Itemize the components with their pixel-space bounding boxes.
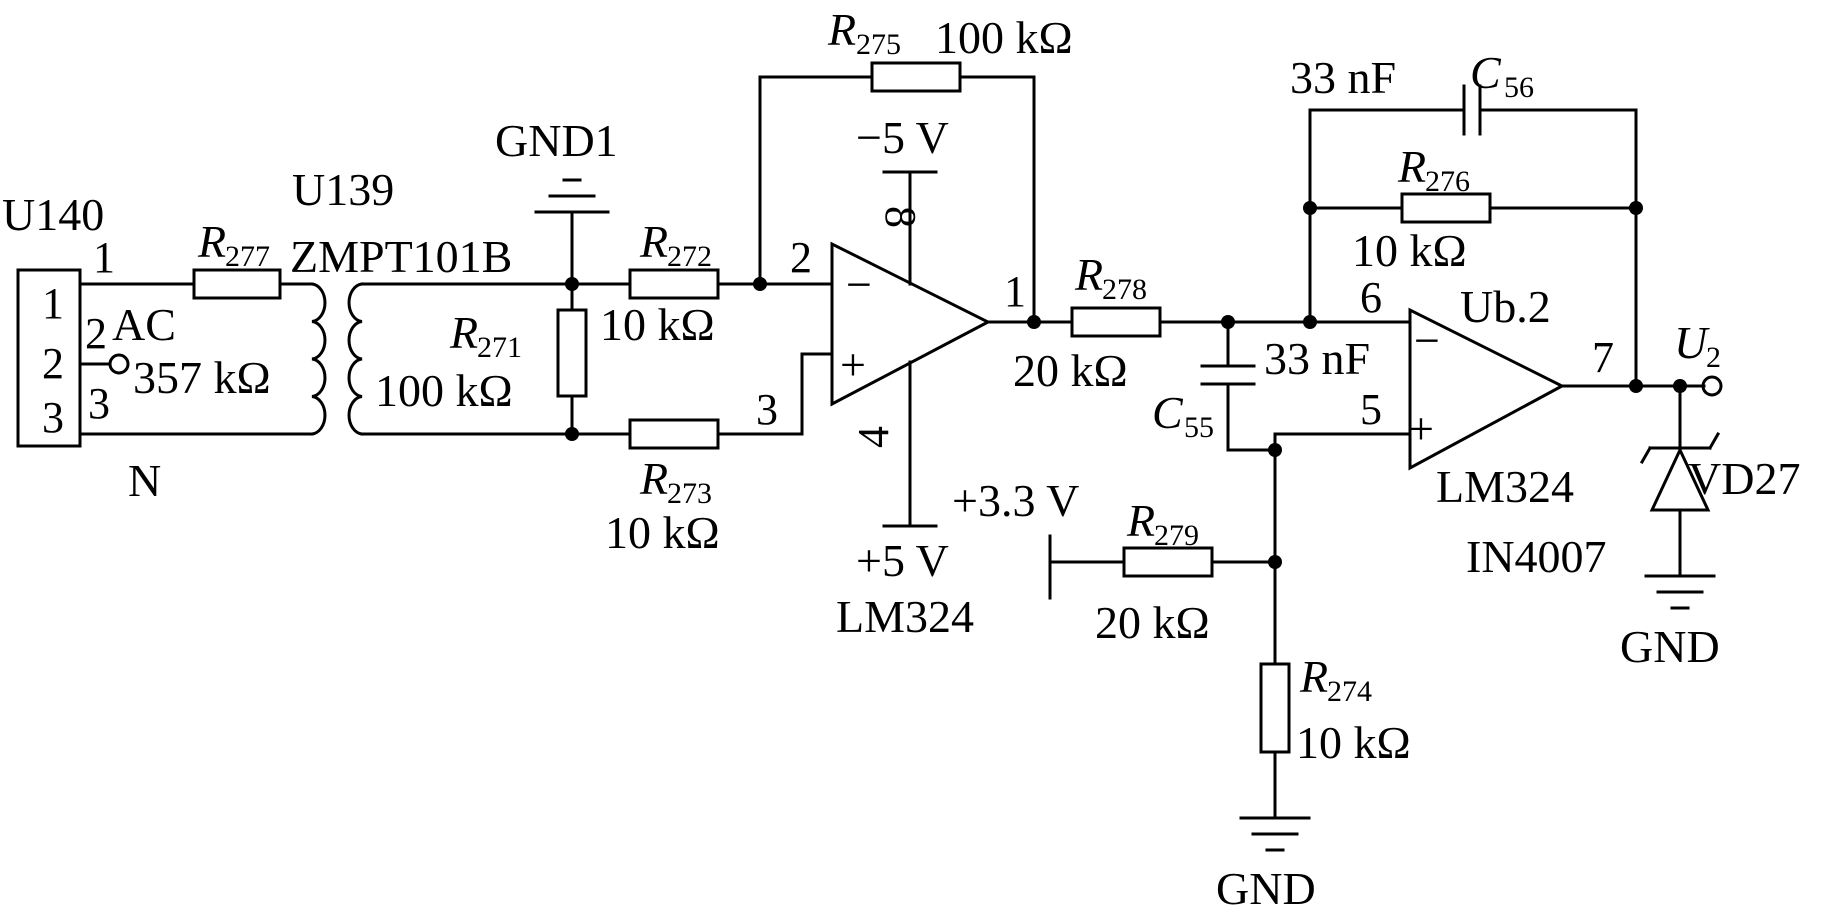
connector-ref: U140 [2, 189, 104, 240]
r275-letter: R [827, 4, 856, 55]
opamp1-part: LM324 [836, 591, 974, 642]
pin-number-2: 2 [85, 309, 107, 358]
opamp1-neg-supply: −5 V [856, 112, 949, 163]
connector-pin-2: 2 [42, 339, 64, 388]
r276-value: 10 kΩ [1352, 225, 1467, 276]
pin-number-3: 3 [88, 379, 110, 428]
r279-sub: 279 [1154, 519, 1199, 552]
transformer-ref: U139 [292, 164, 394, 215]
transformer-u139: U139 ZMPT101B [290, 164, 512, 436]
capacitor-c56: 33 nF C 56 [1290, 47, 1638, 136]
connector-u140: U140 1 2 3 1 2 3 AC N [2, 189, 176, 506]
opamp1-minus: − [846, 259, 872, 310]
gnd-label-bottom: GND [1216, 863, 1316, 914]
output-terminal [1701, 375, 1723, 397]
r273-sub: 273 [667, 477, 712, 510]
capacitor-c55: 33 nF C 55 [1152, 320, 1370, 452]
r278-value: 20 kΩ [1013, 345, 1128, 396]
r277-sub: 277 [225, 240, 270, 273]
neutral-label: N [128, 455, 161, 506]
opamp-2: − + 6 5 7 Ub.2 LM324 [1360, 273, 1614, 512]
resistor-r271: R 271 100 kΩ [375, 282, 588, 436]
opamp1-pin8: 8 [876, 206, 925, 228]
resistor-r272: R 272 10 kΩ [600, 216, 762, 350]
opamp2-ref: Ub.2 [1460, 281, 1551, 332]
connector-pin-1: 1 [42, 279, 64, 328]
r278-letter: R [1074, 249, 1103, 300]
opamp1-pos-supply: +5 V [856, 535, 949, 586]
r274-value: 10 kΩ [1296, 717, 1411, 768]
resistor-r273: R 273 10 kΩ [605, 418, 804, 558]
transformer-part: ZMPT101B [290, 231, 512, 282]
opamp2-minus: − [1414, 315, 1440, 366]
r276-sub: 276 [1425, 165, 1470, 198]
opamp2-pin5: 5 [1360, 385, 1382, 434]
r274-letter: R [1299, 651, 1328, 702]
opamp-1: − + 8 4 2 3 1 −5 V +5 V LM324 [756, 112, 1026, 642]
bias-supply-label: +3.3 V [952, 475, 1079, 526]
opamp1-plus: + [840, 339, 866, 390]
output-sub: 2 [1706, 341, 1721, 374]
r271-letter: R [449, 307, 478, 358]
c56-sub: 56 [1504, 71, 1534, 104]
r271-sub: 271 [477, 331, 522, 364]
opamp1-pin4: 4 [849, 426, 898, 448]
output-letter: U [1674, 317, 1710, 368]
resistor-r279: R 279 20 kΩ [1095, 495, 1277, 648]
resistor-r277: R 277 357 kΩ [133, 216, 314, 403]
r272-letter: R [639, 216, 668, 267]
resistor-r276: R 276 10 kΩ [1308, 141, 1638, 276]
gnd1-symbol: GND1 [495, 115, 618, 286]
opamp1-pin1: 1 [1004, 267, 1026, 316]
r272-sub: 272 [667, 240, 712, 273]
pin-number-1: 1 [93, 233, 115, 282]
r271-value: 100 kΩ [375, 365, 513, 416]
c55-value: 33 nF [1264, 333, 1370, 384]
opamp1-pin3: 3 [756, 385, 778, 434]
r272-value: 10 kΩ [600, 299, 715, 350]
bias-supply: +3.3 V [952, 475, 1126, 600]
r274-sub: 274 [1327, 675, 1372, 708]
c56-value: 33 nF [1290, 52, 1396, 103]
c55-letter: C [1152, 387, 1184, 438]
terminal-circle [108, 353, 130, 375]
opamp2-part: LM324 [1436, 461, 1574, 512]
connector-pin-3: 3 [42, 393, 64, 442]
r273-letter: R [639, 453, 668, 504]
diode-part: IN4007 [1466, 531, 1607, 582]
r276-letter: R [1397, 141, 1426, 192]
r278-sub: 278 [1102, 273, 1147, 306]
resistor-r275: R 275 100 kΩ [758, 4, 1073, 324]
r277-value: 357 kΩ [133, 352, 271, 403]
c56-letter: C [1470, 47, 1502, 98]
opamp1-pin2: 2 [790, 233, 812, 282]
diode-ref: VD27 [1688, 453, 1800, 504]
r277-letter: R [197, 216, 226, 267]
resistor-r274: R 274 10 kΩ GND [1216, 560, 1411, 914]
opamp2-pin7: 7 [1592, 333, 1614, 382]
gnd-label-right: GND [1620, 621, 1720, 672]
opamp2-plus: + [1408, 403, 1434, 454]
resistor-r278: R 278 20 kΩ [1013, 249, 1412, 396]
r273-value: 10 kΩ [605, 507, 720, 558]
zener-diode-vd27: VD27 IN4007 GND [1466, 384, 1800, 672]
r279-value: 20 kΩ [1095, 597, 1210, 648]
opamp2-pin6: 6 [1360, 273, 1382, 322]
c55-sub: 55 [1184, 411, 1214, 444]
gnd1-label: GND1 [495, 115, 618, 166]
ac-label: AC [112, 299, 176, 350]
r279-letter: R [1126, 495, 1155, 546]
r275-value: 100 kΩ [935, 12, 1073, 63]
r275-sub: 275 [856, 28, 901, 61]
